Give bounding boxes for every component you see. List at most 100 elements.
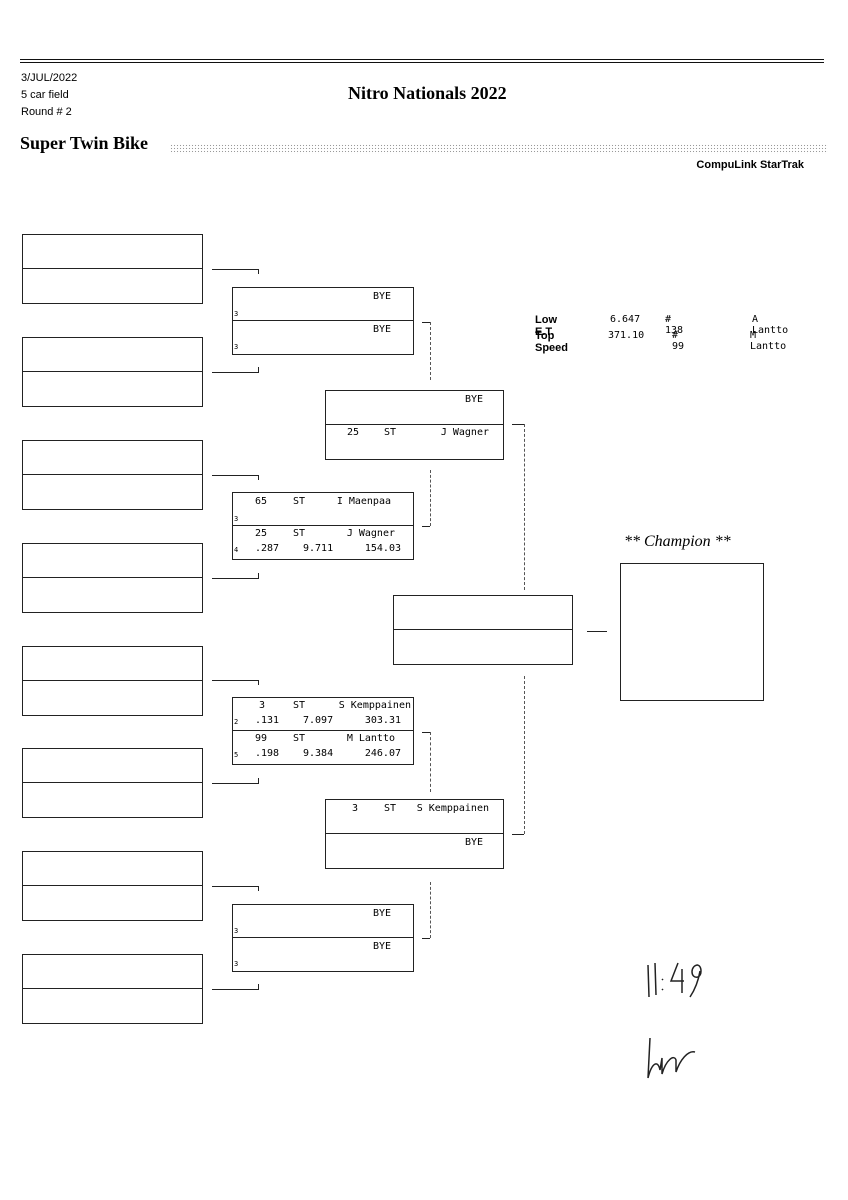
round2-pair-3: 3 ST S Kemppainen 2 .131 7.097 303.31 99…	[232, 697, 414, 765]
lane-number: 3	[234, 515, 239, 523]
lane-slot: BYE 3	[233, 905, 413, 938]
lane-slot: 25 ST J Wagner	[326, 425, 503, 459]
field-size: 5 car field	[21, 89, 69, 101]
racer-number: 99	[255, 733, 268, 744]
low-et-value: 6.647	[610, 314, 641, 325]
champion-label: ** Champion **	[624, 533, 731, 550]
top-speed-car: # 99	[672, 330, 685, 352]
racer-class: ST	[293, 496, 306, 507]
racer-name: BYE	[372, 324, 391, 335]
lane-slot: 3 ST S Kemppainen	[326, 800, 503, 834]
lane-slot: BYE	[326, 834, 503, 868]
connector-line	[512, 424, 524, 425]
connector-line	[422, 732, 430, 733]
connector-tick	[258, 475, 259, 480]
round1-pair-box	[22, 543, 203, 613]
lane-slot: 3 ST S Kemppainen 2 .131 7.097 303.31	[233, 698, 413, 731]
connector-tick	[258, 886, 259, 891]
racer-name: I Maenpaa	[336, 496, 391, 507]
connector-line	[212, 475, 259, 476]
lane-number: 4	[234, 546, 239, 554]
lane-slot: 25 ST J Wagner 4 .287 9.711 154.03	[233, 526, 413, 559]
timing-system: CompuLink StarTrak	[696, 159, 804, 171]
connector-dash	[430, 882, 431, 938]
event-date: 3/JUL/2022	[21, 72, 78, 84]
event-title: Nitro Nationals 2022	[348, 83, 507, 103]
speed-mph: 154.03	[364, 543, 401, 554]
racer-name: BYE	[464, 837, 483, 848]
round3-pair-2: 3 ST S Kemppainen BYE	[325, 799, 504, 869]
racer-name: BYE	[372, 908, 391, 919]
racer-name: S Kemppainen	[416, 803, 489, 814]
lane-slot: BYE 3	[233, 321, 413, 354]
top-speed-value: 371.10	[608, 330, 645, 341]
connector-tick	[258, 984, 259, 989]
lane-number: 2	[234, 718, 239, 726]
low-et-car: # 138	[665, 314, 684, 336]
connector-line	[212, 578, 259, 579]
connector-line	[512, 834, 524, 835]
top-speed-label: Top Speed	[535, 330, 569, 354]
lane-number: 3	[234, 927, 239, 935]
round-number: Round # 2	[21, 106, 72, 118]
racer-name: BYE	[464, 394, 483, 405]
connector-dash	[430, 470, 431, 526]
lane-slot: BYE 3	[233, 288, 413, 321]
connector-line	[212, 989, 259, 990]
round1-pair-box	[22, 440, 203, 510]
lane-number: 5	[234, 751, 239, 759]
racer-name: J Wagner	[440, 427, 489, 438]
racer-number: 3	[352, 803, 359, 814]
handwritten-signature	[647, 1037, 696, 1079]
connector-dash	[524, 424, 525, 590]
lane-slot: 99 ST M Lantto 5 .198 9.384 246.07	[233, 731, 413, 764]
racer-name: BYE	[372, 941, 391, 952]
lane-slot: 65 ST I Maenpaa 3	[233, 493, 413, 526]
connector-tick	[258, 778, 259, 783]
handwritten-time	[647, 962, 702, 998]
racer-class: ST	[384, 803, 397, 814]
final-pair-box	[393, 595, 573, 665]
connector-dash	[430, 322, 431, 380]
class-title: Super Twin Bike	[20, 133, 149, 153]
round2-pair-4: BYE 3 BYE 3	[232, 904, 414, 972]
reaction-time: .131	[255, 715, 280, 726]
connector-line	[422, 322, 430, 323]
racer-class: ST	[293, 528, 306, 539]
elapsed-time: 9.711	[303, 543, 334, 554]
lane-number: 3	[234, 310, 239, 318]
connector-tick	[258, 367, 259, 372]
lane-number: 3	[234, 960, 239, 968]
connector-line	[212, 269, 259, 270]
round1-pair-box	[22, 646, 203, 716]
reaction-time: .287	[255, 543, 280, 554]
dotted-separator	[170, 144, 828, 154]
racer-class: ST	[293, 700, 306, 711]
lane-slot: BYE 3	[233, 938, 413, 971]
racer-name: BYE	[372, 291, 391, 302]
low-et-label: Low E.T.	[535, 314, 557, 338]
round1-pair-box	[22, 851, 203, 921]
round1-pair-box	[22, 234, 203, 304]
round1-pair-box	[22, 337, 203, 407]
round2-pair-2: 65 ST I Maenpaa 3 25 ST J Wagner 4 .287 …	[232, 492, 414, 560]
connector-tick	[258, 680, 259, 685]
connector-line	[422, 938, 430, 939]
racer-number: 65	[255, 496, 268, 507]
elapsed-time: 9.384	[303, 748, 334, 759]
round1-pair-box	[22, 748, 203, 818]
racer-name: M Lantto	[346, 733, 395, 744]
top-speed-name: M Lantto	[750, 330, 787, 352]
round2-pair-1: BYE 3 BYE 3	[232, 287, 414, 355]
connector-dash	[524, 676, 525, 834]
round1-pair-box	[22, 954, 203, 1024]
connector-line	[212, 783, 259, 784]
racer-number: 25	[347, 427, 360, 438]
racer-class: ST	[293, 733, 306, 744]
round3-pair-1: BYE 25 ST J Wagner	[325, 390, 504, 460]
elapsed-time: 7.097	[303, 715, 334, 726]
racer-number: 25	[255, 528, 268, 539]
top-rule	[20, 59, 824, 60]
racer-number: 3	[259, 700, 266, 711]
racer-name: S Kemppainen	[338, 700, 411, 711]
